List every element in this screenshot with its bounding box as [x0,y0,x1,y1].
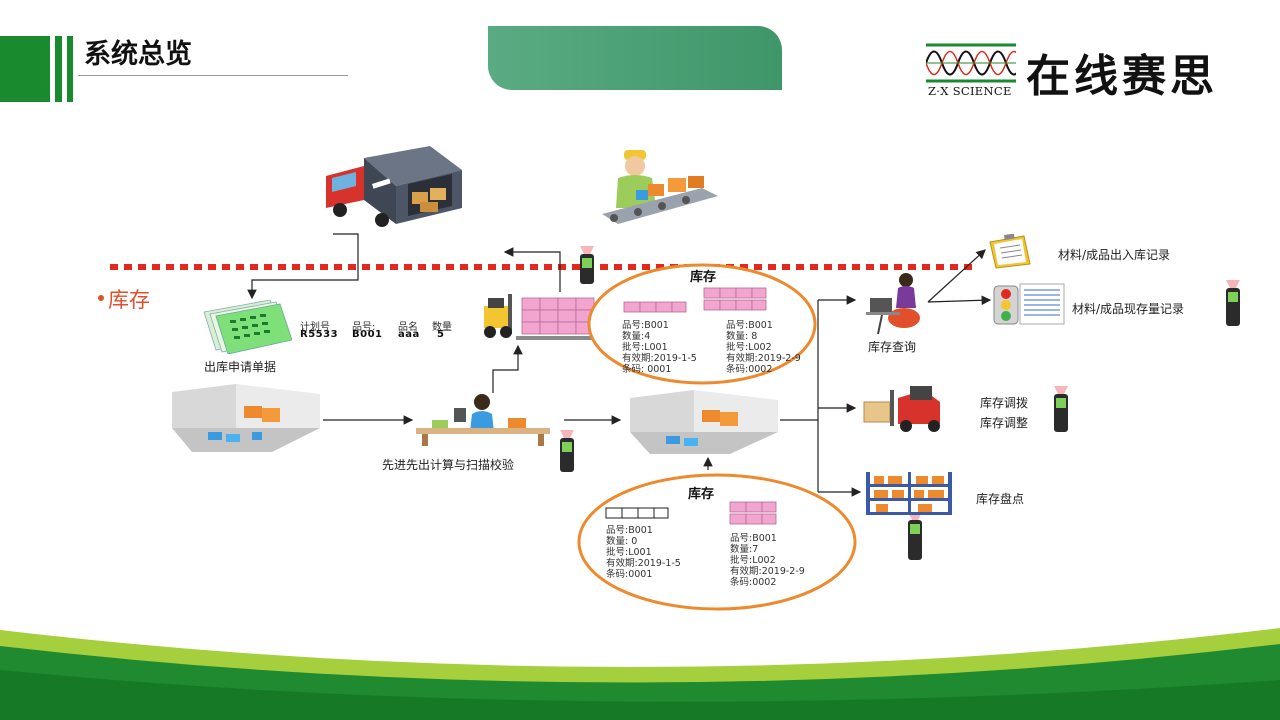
scanner-icon [1054,386,1068,432]
inventory-bottom-left-4: 条码:0001 [606,569,653,580]
inventory-bottom-ellipse [577,473,857,611]
query-person-icon [866,273,920,335]
document-caption: 出库申请单据 [204,360,277,374]
inventory-bottom-right-0: 品号:B001 [730,533,777,544]
clipboard-icon [989,234,1031,269]
doc-col-qty: 数量 [432,322,452,333]
inventory-top-right-3: 有效期:2019-2-9 [726,353,801,364]
transfer-forklift-icon [863,386,940,432]
inventory-top-right-0: 品号:B001 [726,320,773,331]
inventory-top-title: 库存 [690,270,717,285]
inventory-top-right-4: 条码:0002 [726,364,773,375]
scanner-icon [908,512,922,560]
header-green-block [0,36,50,102]
scanner-icon [580,246,594,284]
inventory-top-ellipse [587,263,817,385]
fifo-label: 先进先出计算与扫描校验 [382,458,515,472]
query-label: 库存查询 [868,340,917,354]
record-stock-label: 材料/成品现存量记录 [1072,302,1185,316]
record-in-out-label: 材料/成品出入库记录 [1058,248,1171,262]
inventory-bottom-left-3: 有效期:2019-1-5 [606,558,681,569]
warehouse-icon [172,384,320,452]
doc-col-plan: 计划号 [300,322,330,333]
logo-wave-icon [926,42,1016,84]
doc-val-plan: R5533 [300,329,339,340]
adjust-label: 库存调整 [980,416,1029,430]
doc-col-item: 品号: [352,322,376,333]
page-title: 系统总览 [84,39,192,70]
header-tab-shape [488,26,782,90]
logo-english: Z·X SCIENCE [928,84,1012,98]
doc-val-item: B001 [352,329,383,340]
footer-wave [0,628,1280,720]
inventory-bottom-left-0: 品号:B001 [606,525,653,536]
stock-report-icon [993,283,1065,325]
truck-icon [326,146,462,227]
inventory-top-right-2: 批号:L002 [726,342,772,353]
scanner-icon [560,430,574,472]
inventory-top-left-4: 条码: 0001 [622,364,672,375]
inventory-bottom-left-1: 数量: 0 [606,536,638,547]
scanner-icon [1226,280,1240,326]
inventory-bottom-right-1: 数量:7 [730,544,759,555]
inventory-bottom-right-2: 批号:L002 [730,555,776,566]
boundary-dotted-line [110,264,975,270]
header-green-stripe [55,36,62,102]
logo-chinese: 在线赛思 [1026,51,1218,102]
warehouse-icon [630,390,778,454]
inventory-top-left-1: 数量:4 [622,331,651,342]
shelf-icon [866,472,952,515]
inventory-top-right-1: 数量: 8 [726,331,758,342]
inventory-bottom-right-3: 有效期:2019-2-9 [730,566,805,577]
worker-conveyor-icon [602,150,718,224]
forklift-icon [484,294,600,340]
inventory-top-left-2: 批号:L001 [622,342,668,353]
desk-worker-icon [416,394,550,446]
doc-val-name: aaa [398,329,420,340]
document-stack-icon [203,300,292,354]
header-green-stripe [67,36,73,102]
title-underline [78,75,348,76]
section-label: 库存 [108,288,150,312]
transfer-label: 库存调拨 [980,396,1029,410]
inventory-bottom-title: 库存 [688,487,715,502]
doc-col-name: 品名 [398,322,418,333]
section-bullet [98,295,104,301]
inventory-top-left-3: 有效期:2019-1-5 [622,353,697,364]
inventory-bottom-right-4: 条码:0002 [730,577,777,588]
inventory-bottom-left-2: 批号:L001 [606,547,652,558]
count-label: 库存盘点 [976,492,1025,506]
doc-val-qty: 5 [437,329,445,340]
inventory-top-left-0: 品号:B001 [622,320,669,331]
